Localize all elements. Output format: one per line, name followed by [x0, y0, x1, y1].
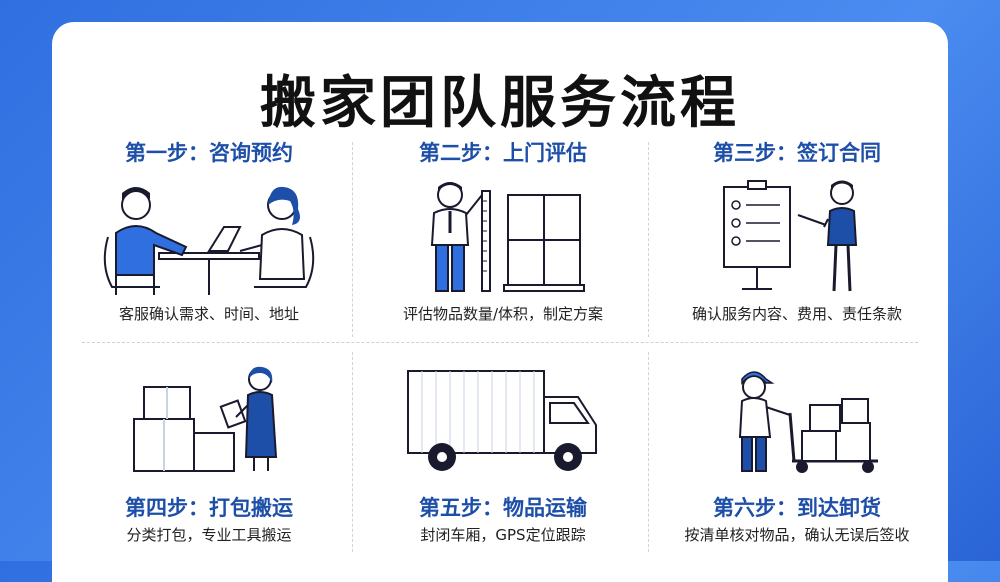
step-desc: 按清单核对物品，确认无误后签收	[684, 526, 910, 544]
divider	[648, 142, 649, 337]
step-desc: 分类打包，专业工具搬运	[126, 526, 292, 544]
step-4: 第四步：打包搬运 分类打包，专业工具搬运	[64, 357, 354, 557]
step-title: 第三步：签订合同	[713, 141, 881, 165]
step-title: 第五步：物品运输	[419, 496, 587, 520]
divider	[648, 352, 649, 552]
page-title: 搬家团队服务流程	[260, 71, 740, 136]
divider	[82, 342, 918, 343]
contract-board-icon	[723, 180, 858, 292]
step-title: 第六步：到达卸货	[713, 496, 881, 520]
truck-icon	[407, 370, 597, 471]
step-5: 第五步：物品运输 封闭车厢，GPS定位跟踪	[358, 357, 648, 557]
step-title: 第二步：上门评估	[419, 141, 587, 165]
step-desc: 确认服务内容、费用、责任条款	[691, 305, 902, 323]
process-card: 搬家团队服务流程 第一步：咨询预约 客服确认需求、时间、地址	[52, 22, 948, 582]
step-6: 第六步：到达卸货 按清单核对物品，确认无误后签收	[652, 357, 942, 557]
packing-boxes-icon	[133, 366, 278, 472]
step-desc: 评估物品数量/体积，制定方案	[402, 305, 604, 323]
step-desc: 客服确认需求、时间、地址	[118, 305, 299, 323]
step-1: 第一步：咨询预约 客服确认需求、时间、地址	[64, 137, 354, 337]
step-3: 第三步：签订合同 确认服务内容、费用、责任条款	[652, 137, 942, 337]
unloading-cart-icon	[738, 371, 878, 473]
step-title: 第一步：咨询预约	[125, 141, 293, 165]
step-2: 第二步：上门评估 评估物品数量/体积，制定方案	[358, 137, 648, 337]
step-title: 第四步：打包搬运	[125, 496, 293, 520]
divider	[352, 142, 353, 337]
measuring-icon	[430, 182, 585, 292]
step-desc: 封闭车厢，GPS定位跟踪	[420, 526, 586, 544]
divider	[352, 352, 353, 552]
consultation-icon	[103, 186, 315, 295]
